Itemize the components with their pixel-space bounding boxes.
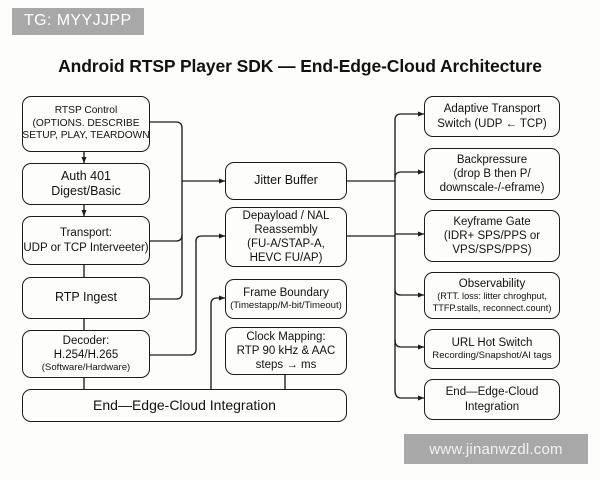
node-line: RTP 90 kHz & AAC bbox=[236, 345, 336, 357]
node-line: RTP Ingest bbox=[54, 290, 118, 305]
site-watermark: www.jinanwzdl.com bbox=[404, 434, 588, 464]
node-line: Reassembly bbox=[254, 223, 318, 236]
node-line: SETUP, PLAY, TEARDOWN bbox=[22, 130, 150, 142]
node-end-edge-cloud-integration[interactable]: End—Edge-Cloud Integration bbox=[22, 389, 347, 422]
node-line: Backpressure bbox=[456, 153, 528, 166]
node-adaptive-transport-switch[interactable]: Adaptive Transport Switch (UDP ← TCP) bbox=[424, 96, 560, 137]
node-line: Transport: bbox=[60, 227, 112, 240]
node-jitter-buffer[interactable]: Jitter Buffer bbox=[225, 162, 347, 200]
node-observability[interactable]: Observability (RTT. loss: litter chroghp… bbox=[424, 272, 560, 319]
node-line: downscale-/-eframe) bbox=[439, 182, 545, 194]
node-rtsp-control[interactable]: RTSP Control (OPTIONS. DESCRIBE SETUP, P… bbox=[22, 96, 150, 152]
node-line: URL Hot Switch bbox=[451, 337, 533, 350]
edge-bus-to-observability bbox=[394, 289, 425, 298]
node-depayload-nal[interactable]: Depayload / NAL Reassembly (FU-A/STAP-A,… bbox=[225, 207, 347, 267]
node-line: (Timestapp/M-bit/Timeout) bbox=[230, 300, 342, 312]
node-line: Clock Mapping: bbox=[246, 330, 326, 343]
node-backpressure[interactable]: Backpressure (drop B then P/ downscale-/… bbox=[424, 148, 560, 200]
node-line: VPS/SPS/PPS) bbox=[452, 244, 532, 256]
node-line: RTSP Control bbox=[54, 105, 118, 117]
node-transport[interactable]: Transport: UDP or TCP Interveeter) bbox=[22, 216, 150, 265]
node-line: HEVC FU/AP) bbox=[249, 252, 323, 265]
node-line: TTFP.stalls, reconnect.count) bbox=[432, 302, 552, 313]
node-line: UDP or TCP Interveeter) bbox=[23, 241, 149, 254]
node-line: Depayload / NAL bbox=[242, 209, 330, 222]
node-line: Recording/Snapshot/AI tags bbox=[432, 350, 552, 362]
node-line: steps → ms bbox=[255, 359, 317, 372]
node-line: Jitter Buffer bbox=[254, 173, 318, 188]
node-line: (drop B then P/ bbox=[453, 167, 531, 180]
node-end-edge-cloud-integration-right[interactable]: End—Edge-Cloud Integration bbox=[424, 379, 560, 420]
node-clock-mapping[interactable]: Clock Mapping: RTP 90 kHz & AAC steps → … bbox=[225, 327, 347, 375]
tg-channel-banner: TG: MYYJJPP bbox=[12, 8, 144, 36]
edge-bus-to-backpressure bbox=[394, 169, 425, 179]
node-keyframe-gate[interactable]: Keyframe Gate (IDR+ SPS/PPS or VPS/SPS/P… bbox=[424, 210, 560, 262]
node-line: Decoder: bbox=[62, 335, 110, 348]
edge-bus-to-adaptive-transport bbox=[394, 111, 425, 121]
node-line: Keyframe Gate bbox=[453, 215, 531, 228]
node-decoder[interactable]: Decoder: H.254/H.265 (Software/Hardware) bbox=[22, 330, 150, 378]
node-rtp-ingest[interactable]: RTP Ingest bbox=[22, 277, 150, 319]
node-line: Adaptive Transport bbox=[443, 103, 541, 116]
node-line: Switch (UDP ← TCP) bbox=[437, 117, 547, 130]
node-line: Frame Boundary bbox=[243, 287, 329, 300]
edge-bus-to-end-edge-cloud bbox=[394, 389, 425, 401]
node-line: (OPTIONS. DESCRIBE bbox=[32, 117, 140, 129]
node-auth-401[interactable]: Auth 401 Digest/Basic bbox=[22, 163, 150, 205]
node-line: End—Edge-Cloud Integration bbox=[93, 396, 276, 413]
node-line: Auth 401 bbox=[60, 168, 112, 183]
node-line: (IDR+ SPS/PPS or bbox=[443, 229, 541, 242]
edge-bus-to-url-hot-switch bbox=[394, 339, 425, 350]
node-line: Digest/Basic bbox=[51, 184, 121, 198]
node-line: Integration bbox=[464, 400, 520, 413]
edge-integration-to-frame-boundary bbox=[210, 295, 226, 396]
node-line: H.254/H.265 bbox=[53, 349, 119, 362]
page-title: Android RTSP Player SDK — End-Edge-Cloud… bbox=[58, 56, 542, 76]
node-url-hot-switch[interactable]: URL Hot Switch Recording/Snapshot/AI tag… bbox=[424, 329, 560, 369]
node-line: Observability bbox=[458, 278, 526, 291]
node-line: (FU-A/STAP-A, bbox=[247, 238, 325, 250]
node-frame-boundary[interactable]: Frame Boundary (Timestapp/M-bit/Timeout) bbox=[225, 279, 347, 319]
node-line: (Software/Hardware) bbox=[41, 362, 131, 374]
edge-bus-to-depayload bbox=[195, 233, 226, 242]
node-line: End—Edge-Cloud bbox=[445, 386, 539, 399]
node-line: (RTT. loss: litter chroghput, bbox=[437, 291, 547, 302]
edge-transport-to-bus bbox=[149, 234, 183, 242]
